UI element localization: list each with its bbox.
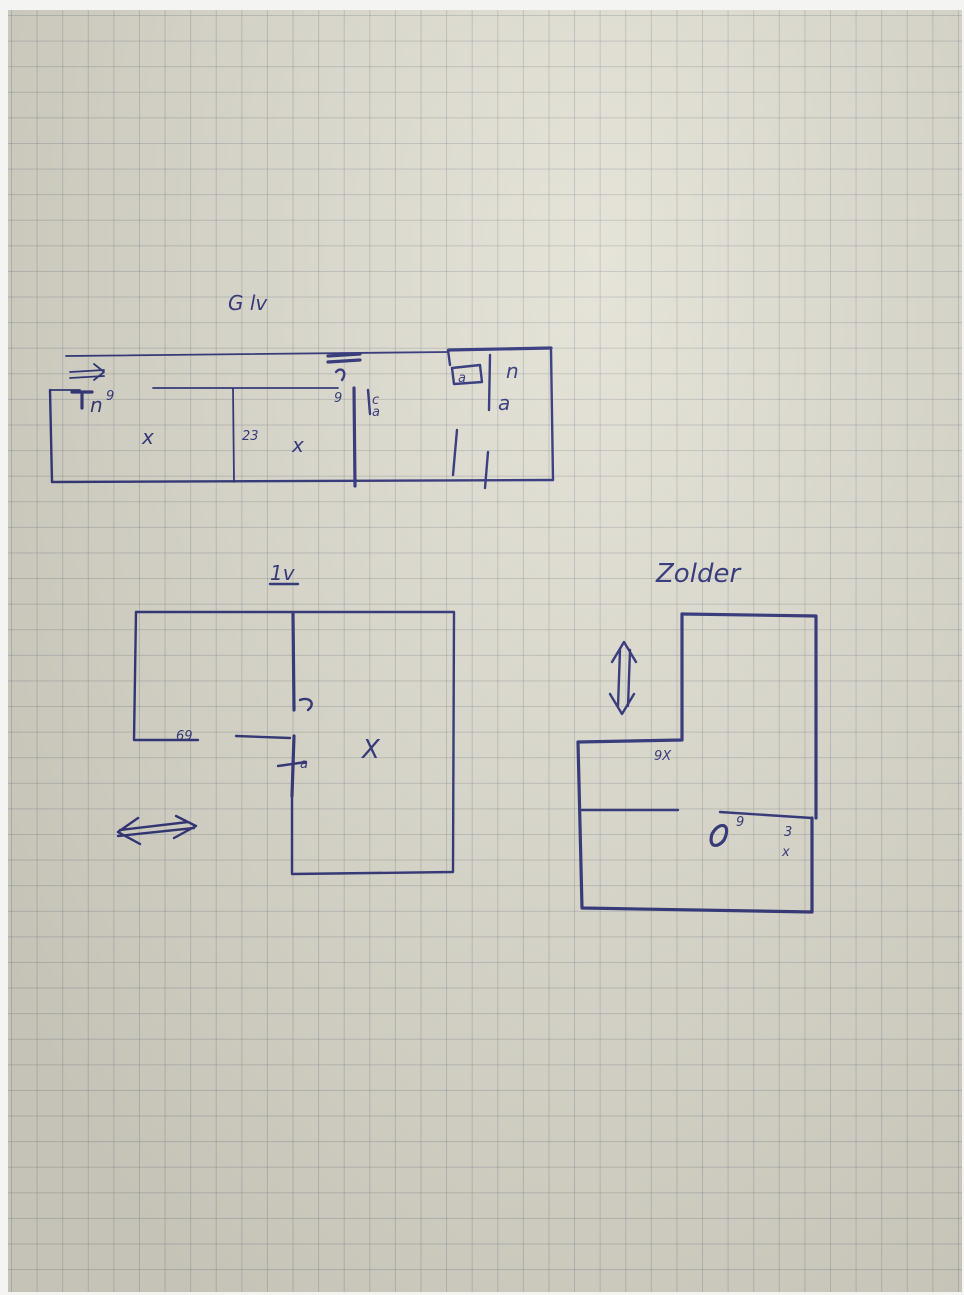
ground-floor-plan: G lv n 9 x 23 x 9 c a a n a xyxy=(48,291,555,490)
ground-room-two-mark: x xyxy=(291,433,304,457)
first-floor-title: 1v xyxy=(270,561,296,585)
wall-socket-icon xyxy=(70,390,94,410)
first-floor-socket-line xyxy=(276,760,308,768)
label-twenty-three: 23 xyxy=(242,429,259,444)
ground-left-wall xyxy=(48,388,54,484)
first-floor-socket-c xyxy=(298,697,313,712)
attic-divider-wall xyxy=(580,808,814,820)
ground-top-wall-right xyxy=(447,346,553,352)
label-a-c: a xyxy=(498,391,510,415)
label-n: n xyxy=(90,393,103,417)
graph-paper-sheet: G lv n 9 x 23 x 9 c a a n a 1v xyxy=(8,10,962,1292)
label-c-a: c xyxy=(372,393,379,408)
ground-floor-title: G lv xyxy=(228,291,268,315)
attic-title: Zolder xyxy=(655,559,742,589)
label-nine-x: 9X xyxy=(654,749,672,764)
ground-room-two-right xyxy=(352,386,357,488)
label-a-d: a xyxy=(300,757,308,772)
first-floor-room-mark: X xyxy=(360,735,381,765)
double-arrow-vertical-icon xyxy=(608,640,638,716)
first-floor-outer-wall xyxy=(134,610,456,876)
ground-top-wall-left xyxy=(65,351,449,357)
label-sixty-nine: 69 xyxy=(176,729,193,744)
label-a-a: a xyxy=(372,405,380,420)
first-floor-plan: 1v 69 a X xyxy=(116,561,456,876)
label-nine-b: 9 xyxy=(334,391,342,406)
arrow-right-icon xyxy=(69,363,105,381)
attic-outer-wall-left-bottom xyxy=(576,612,814,914)
label-nine-a: 9 xyxy=(106,389,114,404)
attic-plan: Zolder 9X 9 3 x xyxy=(576,559,818,914)
floor-plan-drawing: G lv n 9 x 23 x 9 c a a n a 1v xyxy=(48,291,818,914)
label-nine-c: 9 xyxy=(736,815,744,830)
ground-bottom-wall xyxy=(50,478,555,484)
first-floor-left-room xyxy=(132,610,292,742)
label-x-small: x xyxy=(781,845,790,860)
pipe-symbol-icon xyxy=(709,823,729,847)
first-floor-partition-bottom xyxy=(290,734,296,798)
ceiling-light-icon xyxy=(334,368,346,382)
label-three: 3 xyxy=(784,825,792,840)
radiator-icon xyxy=(326,352,362,364)
first-floor-partition-top xyxy=(291,612,296,712)
ground-room-one-walls xyxy=(49,387,235,483)
ground-right-wall xyxy=(549,347,555,482)
label-n-b: n xyxy=(506,359,519,383)
window-symbol-icon xyxy=(450,363,484,386)
ground-partitions xyxy=(446,348,492,490)
label-a-b: a xyxy=(458,371,466,386)
ground-room-one-mark: x xyxy=(141,425,154,449)
double-arrow-horizontal-icon xyxy=(116,814,198,846)
socket-left-icon xyxy=(366,388,372,416)
attic-outer-wall-top-right xyxy=(680,612,818,820)
